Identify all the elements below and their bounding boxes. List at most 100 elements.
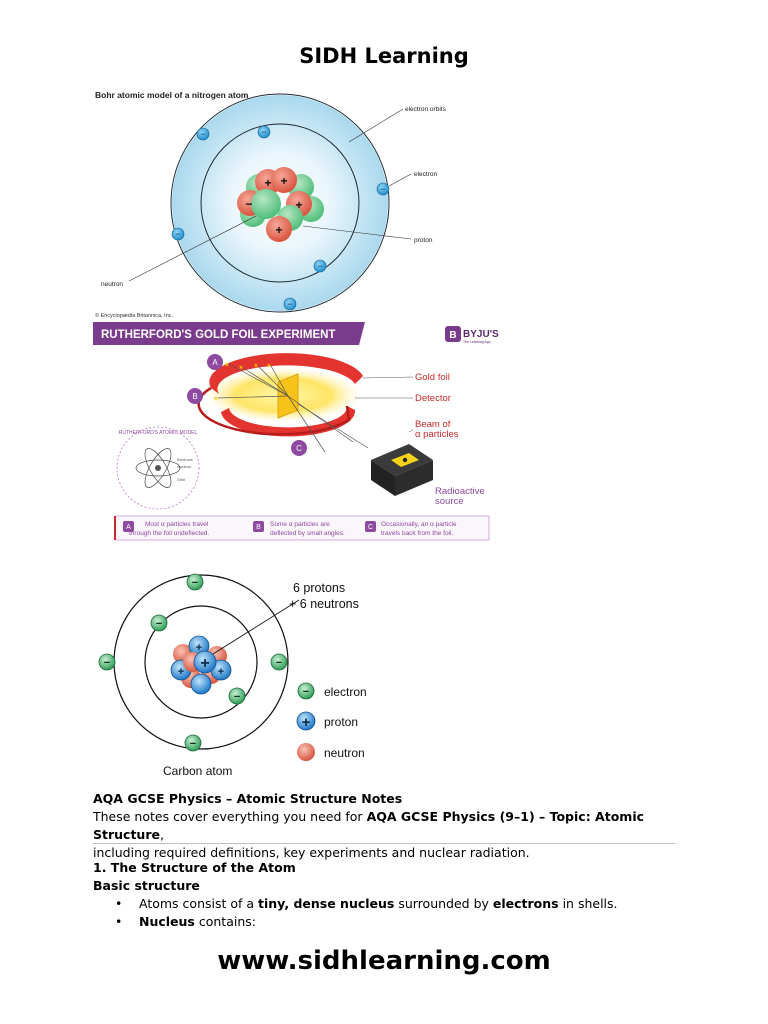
proton-sign: + xyxy=(200,655,209,672)
electron-icon: − xyxy=(376,182,390,196)
section-structure: 1. The Structure of the Atom Basic struc… xyxy=(93,859,683,931)
svg-text:−: − xyxy=(317,261,322,271)
banner-title: RUTHERFORD'S GOLD FOIL EXPERIMENT xyxy=(101,329,335,341)
legend-item-c: C Occasionally, an α particle travels ba… xyxy=(365,521,457,537)
legend-item-b: B Some α particles are deflected by smal… xyxy=(253,521,345,537)
label-proton: proton xyxy=(414,237,433,244)
proton-sign: + xyxy=(196,642,202,654)
label-source-2: source xyxy=(435,496,464,507)
svg-text:✶: ✶ xyxy=(238,364,244,372)
svg-text:Nucleus: Nucleus xyxy=(177,465,191,469)
svg-text:−: − xyxy=(261,127,266,137)
svg-text:−: − xyxy=(192,577,198,589)
subsection-heading: Basic structure xyxy=(93,878,200,893)
marker-a: A xyxy=(207,354,223,370)
nucleus-label-line1: 6 protons xyxy=(293,581,345,595)
proton-sign: + xyxy=(264,176,271,190)
electron-icon: − xyxy=(228,687,246,705)
label-neutron: neutron xyxy=(101,281,123,288)
bullet-list: Atoms consist of a tiny, dense nucleus s… xyxy=(93,895,683,931)
svg-text:travels back from the foil.: travels back from the foil. xyxy=(381,530,453,537)
svg-text:A: A xyxy=(212,358,218,367)
proton-sign: + xyxy=(178,666,184,678)
bullet-item: Atoms consist of a tiny, dense nucleus s… xyxy=(93,895,683,913)
label-beam: Beam of xyxy=(415,419,451,430)
proton-sign: − xyxy=(245,197,252,211)
byjus-logo: B BYJU'S The Learning App xyxy=(445,326,499,344)
svg-text:deflected by small angles.: deflected by small angles. xyxy=(270,530,345,537)
proton-sign: + xyxy=(295,198,302,212)
label-source: Radioactive xyxy=(435,486,485,497)
electron-icon: − xyxy=(186,573,204,591)
electron-icon: − xyxy=(196,127,210,141)
title-banner xyxy=(93,322,365,345)
svg-text:−: − xyxy=(287,299,292,309)
svg-text:B: B xyxy=(256,524,261,531)
electrons: − − − − − − xyxy=(171,125,390,311)
notes-title: AQA GCSE Physics – Atomic Structure Note… xyxy=(93,791,403,806)
notes-intro: AQA GCSE Physics – Atomic Structure Note… xyxy=(93,790,683,862)
electron-icon: − xyxy=(171,227,185,241)
footer-url[interactable]: www.sidhlearning.com xyxy=(217,946,551,976)
label-electron: electron xyxy=(414,171,438,178)
svg-text:−: − xyxy=(380,184,385,194)
label-gold-foil: Gold foil xyxy=(415,372,450,383)
svg-text:C: C xyxy=(368,524,373,531)
electron-icon: − xyxy=(184,734,202,752)
carbon-atom-figure: + + + + − − − − − − 6 protons + 6 neutro… xyxy=(93,570,393,782)
marker-b: B xyxy=(187,388,203,404)
svg-text:−: − xyxy=(200,129,205,139)
svg-text:✶: ✶ xyxy=(253,362,259,370)
legend-neutron: neutron xyxy=(297,743,365,761)
section-heading: 1. The Structure of the Atom xyxy=(93,860,296,875)
svg-text:A: A xyxy=(126,524,131,531)
figure-credit: © Encyclopædia Britannica, Inc. xyxy=(95,312,174,319)
svg-text:✶: ✶ xyxy=(266,362,272,370)
rutherford-figure: RUTHERFORD'S GOLD FOIL EXPERIMENT B BYJU… xyxy=(93,320,505,544)
proton-sign: + xyxy=(275,223,282,237)
svg-text:−: − xyxy=(175,229,180,239)
notes-intro-text-2: including required definitions, key expe… xyxy=(93,845,530,860)
svg-text:✶: ✶ xyxy=(224,361,230,369)
svg-text:proton: proton xyxy=(324,715,358,729)
legend-electron: − electron xyxy=(297,682,367,700)
svg-text:electron: electron xyxy=(324,685,367,699)
document-title: SIDH Learning xyxy=(299,44,469,68)
section-divider xyxy=(93,843,675,844)
svg-text:through the foil undeflected.: through the foil undeflected. xyxy=(129,530,209,537)
marker-c: C xyxy=(291,440,307,456)
svg-text:Orbit: Orbit xyxy=(177,478,186,482)
legend-item-a: A Most α particles travel through the fo… xyxy=(123,521,209,537)
svg-text:C: C xyxy=(296,444,302,453)
bohr-nitrogen-figure: Bohr atomic model of a nitrogen atom + +… xyxy=(93,86,465,320)
svg-text:Most α particles travel: Most α particles travel xyxy=(145,521,209,528)
notes-intro-text: These notes cover everything you need fo… xyxy=(93,809,645,842)
svg-text:The Learning App: The Learning App xyxy=(463,340,491,344)
carbon-atom-caption: Carbon atom xyxy=(163,764,232,778)
proton-sign: + xyxy=(218,666,224,678)
svg-text:neutron: neutron xyxy=(324,746,365,760)
svg-text:Some α particles are: Some α particles are xyxy=(270,521,330,528)
svg-text:−: − xyxy=(303,686,309,698)
svg-text:RUTHERFORD'S ATOMIC MODEL: RUTHERFORD'S ATOMIC MODEL xyxy=(119,430,198,436)
detector-ring xyxy=(209,353,363,394)
outer-orbit xyxy=(170,93,390,313)
nitrogen-nucleus: + + + + − xyxy=(237,167,324,242)
svg-text:−: − xyxy=(234,691,240,703)
svg-text:−: − xyxy=(156,618,162,630)
svg-text:−: − xyxy=(190,738,196,750)
proton-sign: + xyxy=(280,174,287,188)
legend-proton: + proton xyxy=(296,711,358,731)
carbon-electrons: − − − − − − xyxy=(98,573,288,752)
electron-icon: − xyxy=(283,297,297,311)
bullet-item: Nucleus contains: xyxy=(93,913,683,931)
svg-text:BYJU'S: BYJU'S xyxy=(463,329,499,340)
electron-icon: − xyxy=(98,653,116,671)
radioactive-source xyxy=(371,444,433,496)
svg-text:+: + xyxy=(302,714,311,731)
electron-icon: − xyxy=(150,614,168,632)
carbon-inner-shell xyxy=(144,605,258,719)
svg-text:−: − xyxy=(104,657,110,669)
rutherford-atomic-model: RUTHERFORD'S ATOMIC MODEL Electrons Nucl… xyxy=(116,426,200,510)
label-detector: Detector xyxy=(415,393,451,404)
